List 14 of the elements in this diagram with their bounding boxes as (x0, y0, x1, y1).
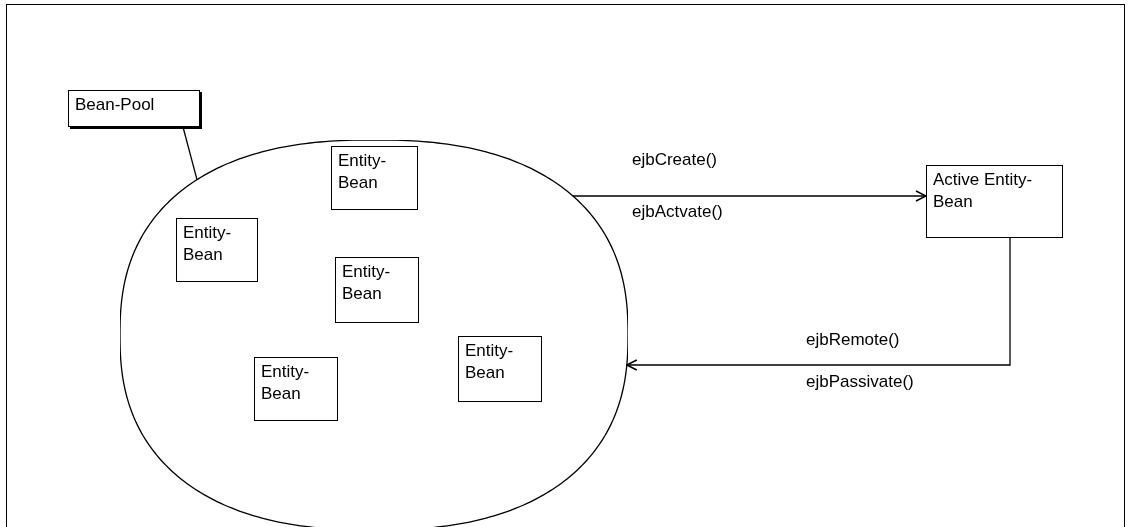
edge-label: ejbCreate() (632, 150, 718, 170)
bean-box: Active Entity-Bean (926, 165, 1063, 238)
bean-box: Entity-Bean (335, 257, 419, 323)
arrow (626, 237, 1011, 371)
method-label: ejbPassivate() (806, 372, 914, 392)
bean-box: Entity-Bean (331, 146, 418, 210)
method-label: ejbActvate() (632, 202, 723, 222)
bean-box: Entity-Bean (458, 336, 542, 402)
leader-line (182, 126, 198, 181)
bean-box: Entity-Bean (176, 218, 258, 282)
bean-box: Entity-Bean (254, 357, 338, 421)
edge-label: ejbRemote() (806, 330, 900, 350)
bean-box: Bean-Pool (68, 90, 200, 127)
arrow (572, 190, 927, 202)
